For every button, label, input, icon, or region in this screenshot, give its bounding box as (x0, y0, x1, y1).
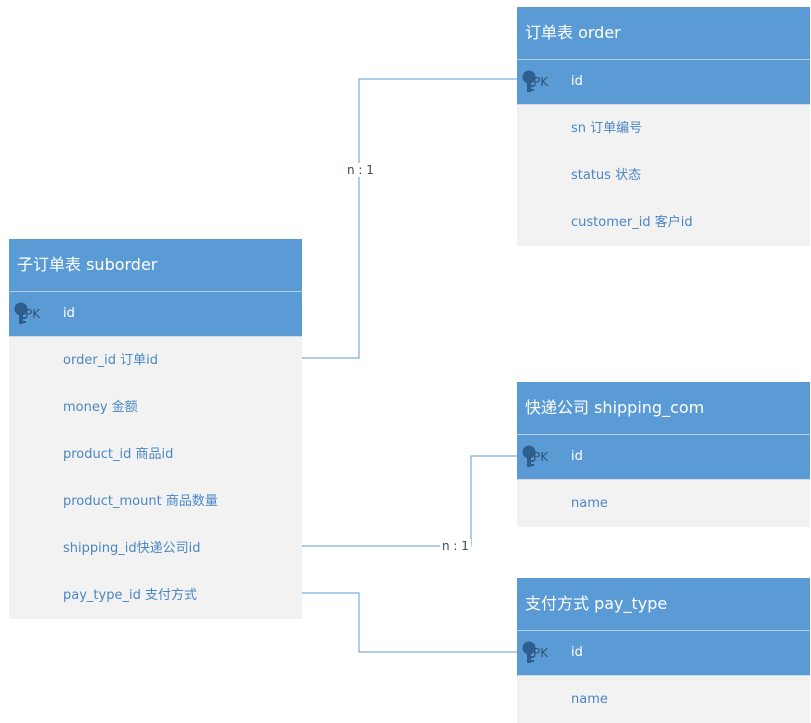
relationship-label-shipping: n : 1 (440, 539, 471, 553)
attribute-row: money 金额 (9, 384, 302, 431)
pk-label: PK (533, 646, 549, 660)
entity-title: 订单表 order (517, 7, 810, 59)
rel-line-order (302, 78, 517, 359)
key-icon (14, 302, 28, 324)
pk-row[interactable]: PK id (517, 630, 810, 676)
entity-title: 快递公司 shipping_com (517, 382, 810, 434)
entity-title: 支付方式 pay_type (517, 578, 810, 630)
pk-label: PK (533, 75, 549, 89)
entity-title: 子订单表 suborder (9, 239, 302, 291)
pk-row[interactable]: PK id (9, 291, 302, 337)
key-icon (522, 70, 536, 92)
attribute-row: product_id 商品id (9, 431, 302, 478)
pk-field: id (571, 449, 583, 464)
pk-label: PK (533, 450, 549, 464)
attribute-row: name (517, 480, 810, 527)
attribute-row: customer_id 客户id (517, 199, 810, 246)
rel-line-shipping (302, 455, 517, 547)
attribute-row: name (517, 676, 810, 723)
pk-label: PK (25, 307, 41, 321)
pk-field: id (571, 74, 583, 89)
pk-field: id (63, 306, 75, 321)
attribute-row: pay_type_id 支付方式 (9, 572, 302, 619)
pk-row[interactable]: PK id (517, 434, 810, 480)
attribute-row: order_id 订单id (9, 337, 302, 384)
entity-shipping-com[interactable]: 快递公司 shipping_com PK id name (517, 382, 810, 527)
attribute-row: status 状态 (517, 152, 810, 199)
attribute-row: shipping_id快递公司id (9, 525, 302, 572)
entity-order[interactable]: 订单表 order PK id sn 订单编号 status 状态 custom… (517, 7, 810, 246)
entity-pay-type[interactable]: 支付方式 pay_type PK id name (517, 578, 810, 723)
pk-field: id (571, 645, 583, 660)
attribute-row: product_mount 商品数量 (9, 478, 302, 525)
attribute-row: sn 订单编号 (517, 105, 810, 152)
rel-line-pay-type (302, 592, 517, 653)
relationship-label-order: n : 1 (345, 163, 376, 177)
key-icon (522, 445, 536, 467)
key-icon (522, 641, 536, 663)
pk-row[interactable]: PK id (517, 59, 810, 105)
entity-suborder[interactable]: 子订单表 suborder PK id order_id 订单id money … (9, 239, 302, 619)
